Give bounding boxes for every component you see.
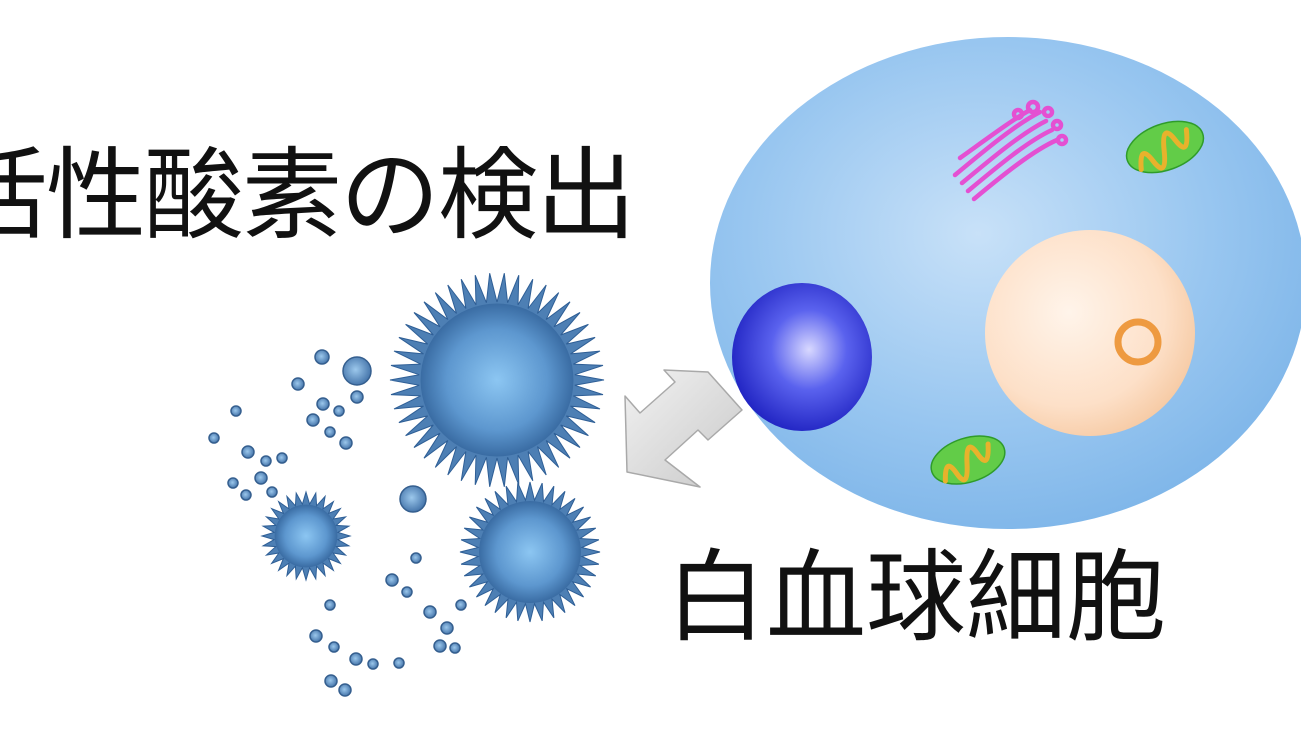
white-blood-cell-icon [710, 37, 1301, 529]
spiky-particle [459, 481, 601, 623]
small-particle [291, 377, 305, 391]
reactive-oxygen-particles [260, 273, 605, 623]
small-particle [440, 621, 454, 635]
small-particle [349, 652, 363, 666]
small-particle [324, 599, 336, 611]
small-particle [399, 485, 427, 513]
small-particle [240, 489, 252, 501]
small-particle [338, 683, 352, 697]
small-particle [324, 426, 336, 438]
small-particle [433, 639, 447, 653]
small-particle [367, 658, 379, 670]
small-particle [455, 599, 467, 611]
small-particle [306, 413, 320, 427]
small-particle [254, 471, 268, 485]
small-particle [410, 552, 422, 564]
small-particle [314, 349, 330, 365]
small-particles [208, 349, 467, 697]
small-particle [208, 432, 220, 444]
small-particle [401, 586, 413, 598]
nucleus [985, 230, 1195, 436]
nucleolus [1114, 318, 1162, 366]
small-particle [316, 397, 330, 411]
mitochondria-top [1125, 120, 1205, 174]
golgi-apparatus [952, 99, 1069, 202]
small-particle [328, 641, 340, 653]
small-particle [339, 436, 353, 450]
small-particle [241, 445, 255, 459]
small-particle [260, 455, 272, 467]
small-particle [333, 405, 345, 417]
small-particle [276, 452, 288, 464]
small-particle [423, 605, 437, 619]
small-particle [324, 674, 338, 688]
small-particle [449, 642, 461, 654]
arrow-icon [624, 369, 743, 488]
small-particle [266, 486, 278, 498]
small-particle [230, 405, 242, 417]
small-particle [342, 356, 372, 386]
small-particle [309, 629, 323, 643]
vesicle [732, 283, 872, 431]
spiky-particle [260, 490, 352, 582]
small-particle [385, 573, 399, 587]
small-particle [350, 390, 364, 404]
title: 活性酸素の検出 [0, 137, 636, 254]
mitochondria-bottom [930, 435, 1006, 485]
small-particle [393, 657, 405, 669]
cell-label: 白血球細胞 [666, 539, 1166, 656]
small-particle [227, 477, 239, 489]
spiky-particle [389, 273, 605, 487]
